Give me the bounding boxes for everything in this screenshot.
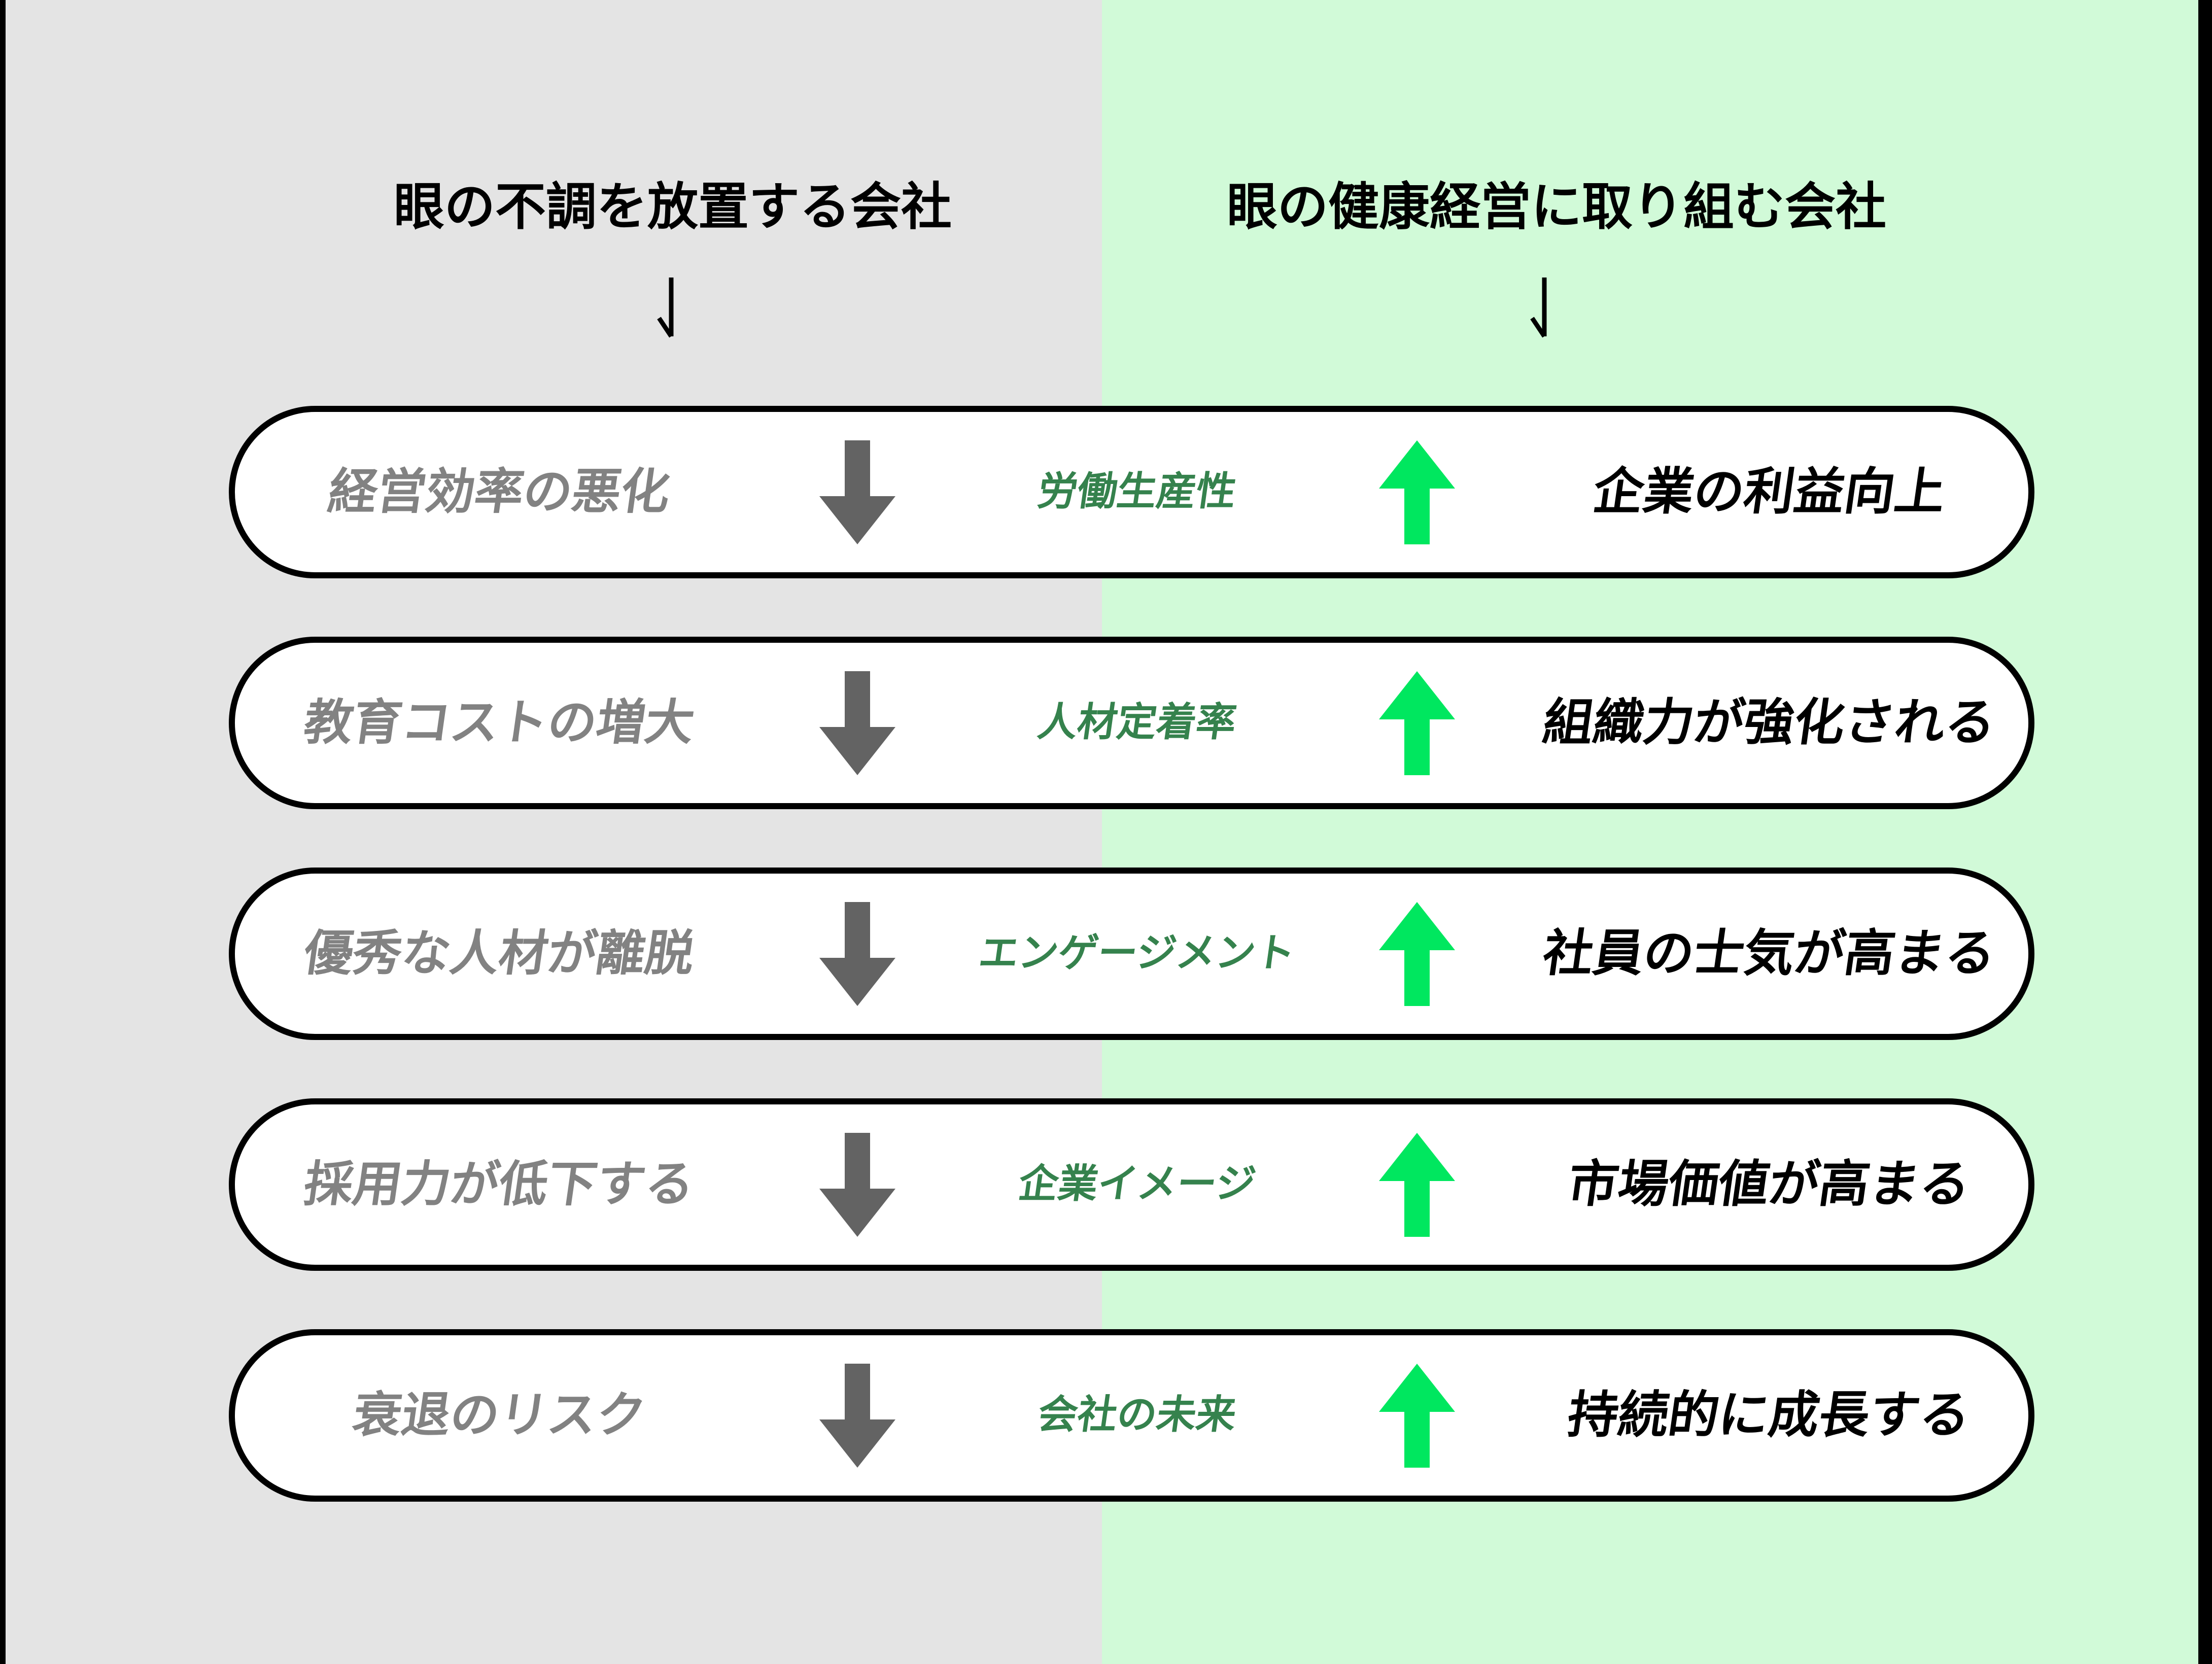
metric-label: 労働生産性 (1034, 469, 1239, 515)
metric-label: 会社の未来 (1034, 1392, 1239, 1438)
negative-outcome-label: 優秀な人材が離脱 (300, 925, 699, 982)
down-arrow-icon (819, 902, 895, 1006)
right-frame-edge (2198, 0, 2212, 1664)
up-arrow-icon (1378, 671, 1455, 775)
comparison-row-2: 教育コストの増大 人材定着率 組織力が強化される (229, 637, 2034, 809)
header-neglect-company-label: 眼の不調を放置する会社 (394, 177, 952, 236)
positive-outcome-label: 市場価値が高まる (1564, 1155, 1975, 1214)
metric-label: エンゲージメント (976, 930, 1298, 977)
comparison-rows: 経営効率の悪化 労働生産性 企業の利益向上 教育コストの増大 人材定着率 (229, 406, 2034, 1560)
comparison-row-3: 優秀な人材が離脱 エンゲージメント 社員の士気が高まる (229, 868, 2034, 1040)
metric-label: 企業イメージ (1015, 1161, 1259, 1207)
negative-outcome-label: 教育コストの増大 (300, 694, 699, 751)
left-frame-edge (0, 0, 6, 1664)
thin-down-arrow-icon (657, 278, 674, 338)
comparison-row-1: 経営効率の悪化 労働生産性 企業の利益向上 (229, 406, 2034, 578)
positive-outcome-label: 組織力が強化される (1539, 693, 1999, 752)
comparison-row-5: 衰退のリスク 会社の未来 持続的に成長する (229, 1329, 2034, 1502)
positive-outcome-label: 企業の利益向上 (1589, 462, 1949, 521)
down-arrow-icon (819, 1132, 895, 1237)
negative-outcome-label: 衰退のリスク (349, 1386, 650, 1444)
header-neglect-company: 眼の不調を放置する会社 (229, 171, 1117, 242)
up-arrow-icon (1378, 902, 1455, 1006)
thin-down-arrow-icon (1530, 278, 1547, 338)
positive-outcome-label: 社員の士気が高まる (1539, 924, 1999, 983)
down-arrow-icon (819, 1363, 895, 1468)
down-arrow-icon (819, 440, 895, 544)
up-arrow-icon (1378, 1132, 1455, 1237)
negative-outcome-label: 採用力が低下する (300, 1156, 699, 1213)
metric-label: 人材定着率 (1034, 700, 1239, 746)
negative-outcome-label: 経営効率の悪化 (325, 463, 674, 521)
header-health-company-label: 眼の健康経営に取り組む会社 (1227, 177, 1886, 236)
down-arrow-icon (819, 671, 895, 775)
positive-outcome-label: 持続的に成長する (1564, 1385, 1975, 1444)
header-health-company: 眼の健康経営に取り組む会社 (1113, 171, 2000, 242)
up-arrow-icon (1378, 440, 1455, 544)
up-arrow-icon (1378, 1363, 1455, 1468)
comparison-row-4: 採用力が低下する 企業イメージ 市場価値が高まる (229, 1098, 2034, 1271)
